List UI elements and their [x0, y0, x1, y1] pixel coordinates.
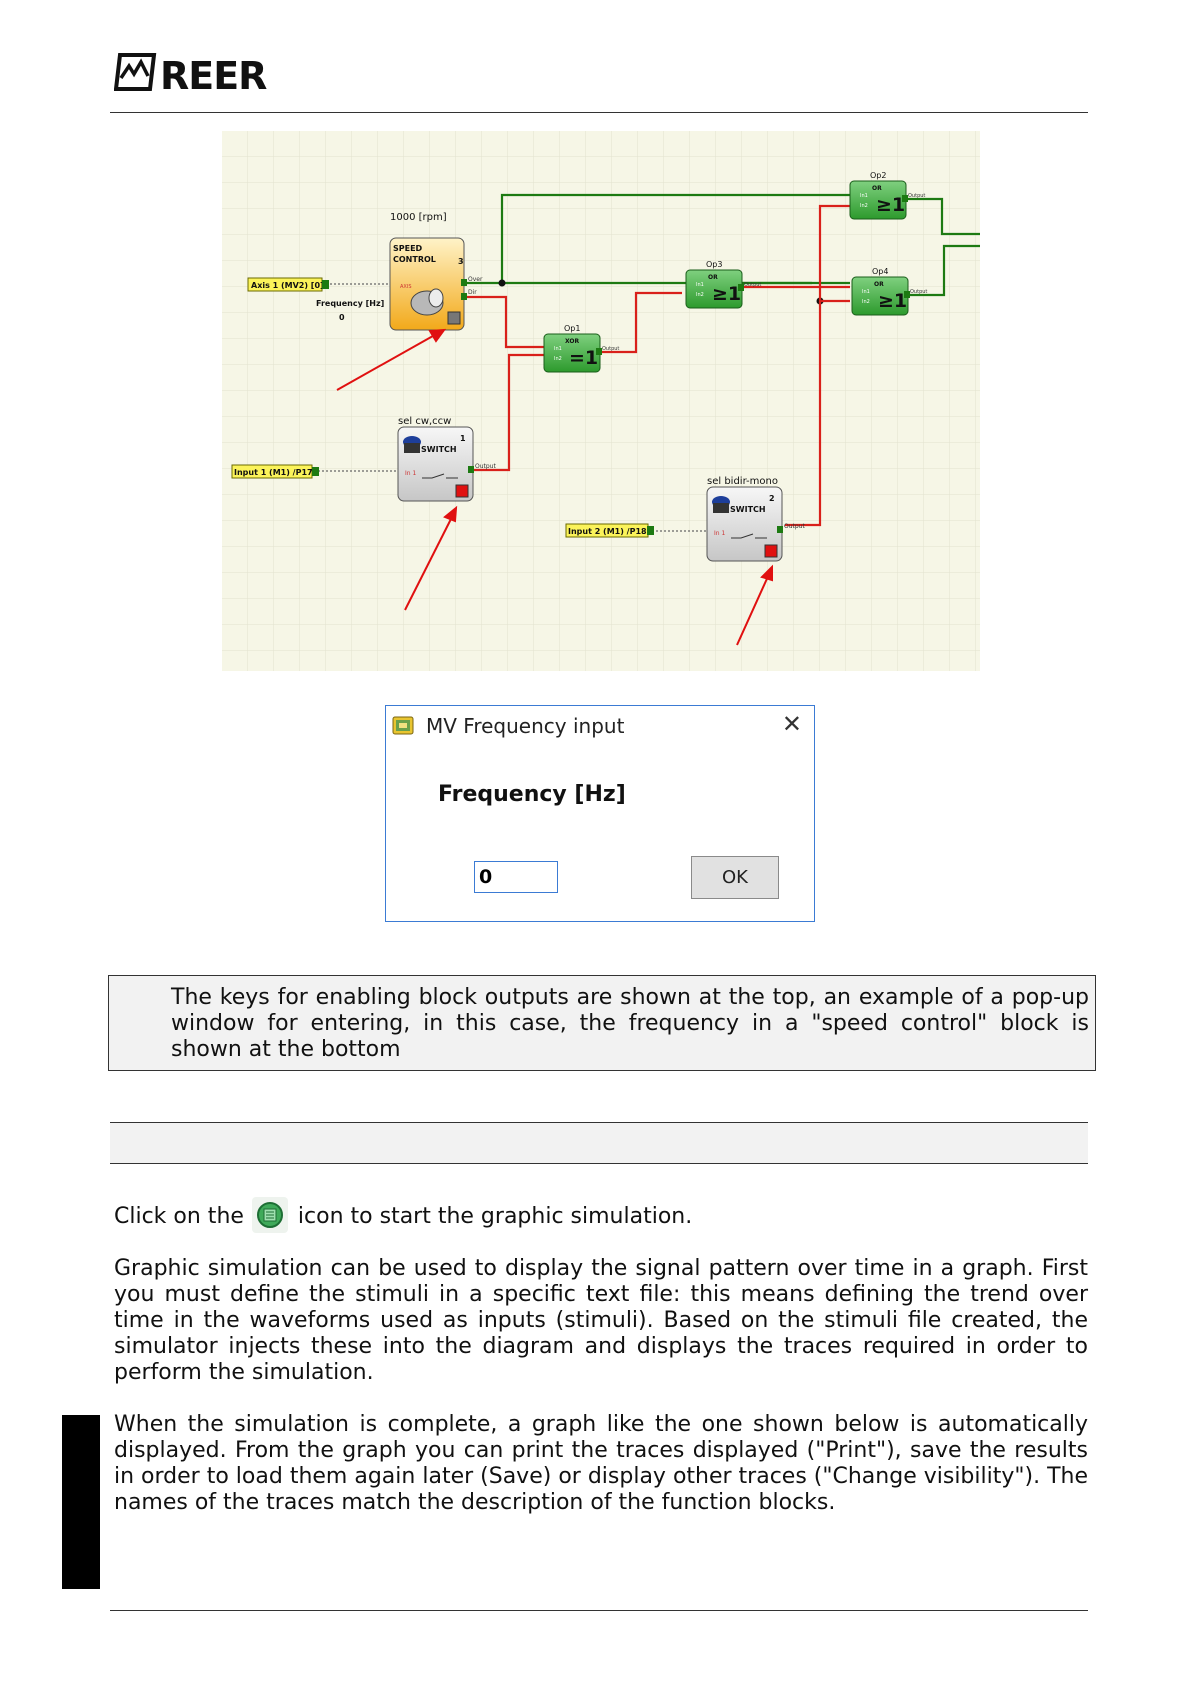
header-rule: [110, 112, 1088, 113]
input2-tag[interactable]: Input 2 (M1) /P18: [565, 523, 654, 538]
svg-text:XOR: XOR: [565, 338, 580, 345]
ok-button[interactable]: OK: [691, 856, 779, 899]
svg-text:≥1: ≥1: [712, 283, 741, 305]
dialog-title: MV Frequency input: [426, 714, 625, 738]
svg-text:In1: In1: [860, 193, 868, 199]
click-instruction: Click on the icon to start the graphic s…: [114, 1197, 1088, 1233]
footer-rule: [110, 1610, 1088, 1611]
svg-text:≥1: ≥1: [876, 194, 905, 216]
click-text-after: icon to start the graphic simulation.: [297, 1204, 693, 1229]
figure-caption-box: The keys for enabling block outputs are …: [108, 975, 1096, 1071]
svg-text:Axis 1 (MV2) [0]: Axis 1 (MV2) [0]: [251, 281, 324, 290]
svg-text:Op3: Op3: [706, 260, 722, 269]
annotation-arrows: [336, 328, 773, 646]
op2-or-block[interactable]: Op2 OR ≥1 In1 In2 Output: [849, 171, 925, 220]
svg-text:Op2: Op2: [870, 171, 886, 180]
diagram-grid: [222, 131, 980, 671]
freq-label: Frequency [Hz]: [316, 299, 384, 308]
svg-text:3: 3: [458, 257, 464, 266]
svg-text:Dir: Dir: [468, 289, 477, 296]
red-wires: [463, 204, 850, 527]
svg-text:In1: In1: [554, 346, 562, 352]
speed-control-block[interactable]: SPEED CONTROL 3 AXIS Over Dir: [389, 237, 483, 331]
logic-diagram: Axis 1 (MV2) [0] Input 1 (M1) /P17 Input…: [222, 131, 980, 671]
svg-text:Input 1 (M1) /P17: Input 1 (M1) /P17: [234, 468, 313, 477]
switch2-caption: sel bidir-mono: [707, 476, 778, 487]
svg-text:=1: =1: [569, 347, 598, 369]
svg-text:In1: In1: [696, 282, 704, 288]
svg-text:In 1: In 1: [714, 530, 725, 537]
svg-text:Input 2 (M1) /P18: Input 2 (M1) /P18: [568, 527, 647, 536]
svg-text:In2: In2: [554, 356, 562, 362]
svg-text:In2: In2: [696, 292, 704, 298]
svg-text:Output: Output: [602, 346, 619, 352]
frequency-label: Frequency [Hz]: [438, 782, 626, 807]
op3-or-block[interactable]: Op3 OR ≥1 In1 In2 Output: [685, 260, 761, 309]
svg-text:Op4: Op4: [872, 267, 888, 276]
svg-text:Output: Output: [910, 289, 927, 295]
paragraph-graphic-simulation: Graphic simulation can be used to displa…: [114, 1256, 1088, 1385]
svg-text:In1: In1: [862, 289, 870, 295]
svg-text:Over: Over: [468, 276, 483, 283]
svg-text:OR: OR: [872, 185, 882, 192]
input1-tag[interactable]: Input 1 (M1) /P17: [231, 464, 319, 479]
svg-text:≥1: ≥1: [878, 290, 907, 312]
svg-text:Output: Output: [908, 193, 925, 199]
graphic-simulation-icon[interactable]: [251, 1197, 288, 1233]
svg-text:In 1: In 1: [405, 470, 416, 477]
section-heading-band: [110, 1122, 1088, 1164]
app-icon: [392, 716, 414, 735]
svg-text:CONTROL: CONTROL: [393, 255, 436, 264]
switch1-caption: sel cw,ccw: [398, 416, 451, 427]
switch2-block[interactable]: SWITCH 2 In 1 Output: [706, 486, 805, 562]
frequency-input[interactable]: [474, 861, 558, 893]
paragraph-simulation-complete: When the simulation is complete, a graph…: [114, 1412, 1088, 1515]
svg-text:In2: In2: [860, 203, 868, 209]
svg-text:SPEED: SPEED: [393, 244, 423, 253]
svg-text:Output: Output: [475, 463, 496, 470]
svg-text:AXIS: AXIS: [400, 284, 412, 290]
op4-or-block[interactable]: Op4 OR ≥1 In1 In2 Output: [851, 267, 927, 316]
frequency-input-dialog: MV Frequency input ✕ Frequency [Hz] OK: [385, 705, 815, 922]
svg-text:SWITCH: SWITCH: [421, 445, 457, 454]
logo-text: REER: [160, 54, 267, 98]
op1-xor-block[interactable]: Op1 XOR =1 In1 In2 Output: [543, 324, 619, 373]
svg-text:Output: Output: [784, 523, 805, 530]
axis-input-tag[interactable]: Axis 1 (MV2) [0]: [247, 277, 329, 292]
click-text-before: Click on the: [114, 1204, 244, 1229]
side-tab: [62, 1415, 100, 1589]
svg-text:SWITCH: SWITCH: [730, 505, 766, 514]
svg-text:Output: Output: [744, 282, 761, 288]
logo-mark-icon: [113, 53, 157, 91]
reer-logo: REER: [113, 52, 267, 102]
switch1-block[interactable]: SWITCH 1 In 1 Output: [397, 426, 496, 502]
svg-text:OR: OR: [874, 281, 884, 288]
svg-text:OR: OR: [708, 274, 718, 281]
rpm-label: 1000 [rpm]: [390, 212, 447, 223]
svg-text:In2: In2: [862, 299, 870, 305]
close-icon[interactable]: ✕: [781, 710, 802, 738]
svg-text:Op1: Op1: [564, 324, 580, 333]
figure-caption: The keys for enabling block outputs are …: [171, 985, 1089, 1062]
svg-text:2: 2: [769, 494, 775, 503]
freq-value: 0: [339, 313, 345, 322]
svg-text:1: 1: [460, 434, 466, 443]
